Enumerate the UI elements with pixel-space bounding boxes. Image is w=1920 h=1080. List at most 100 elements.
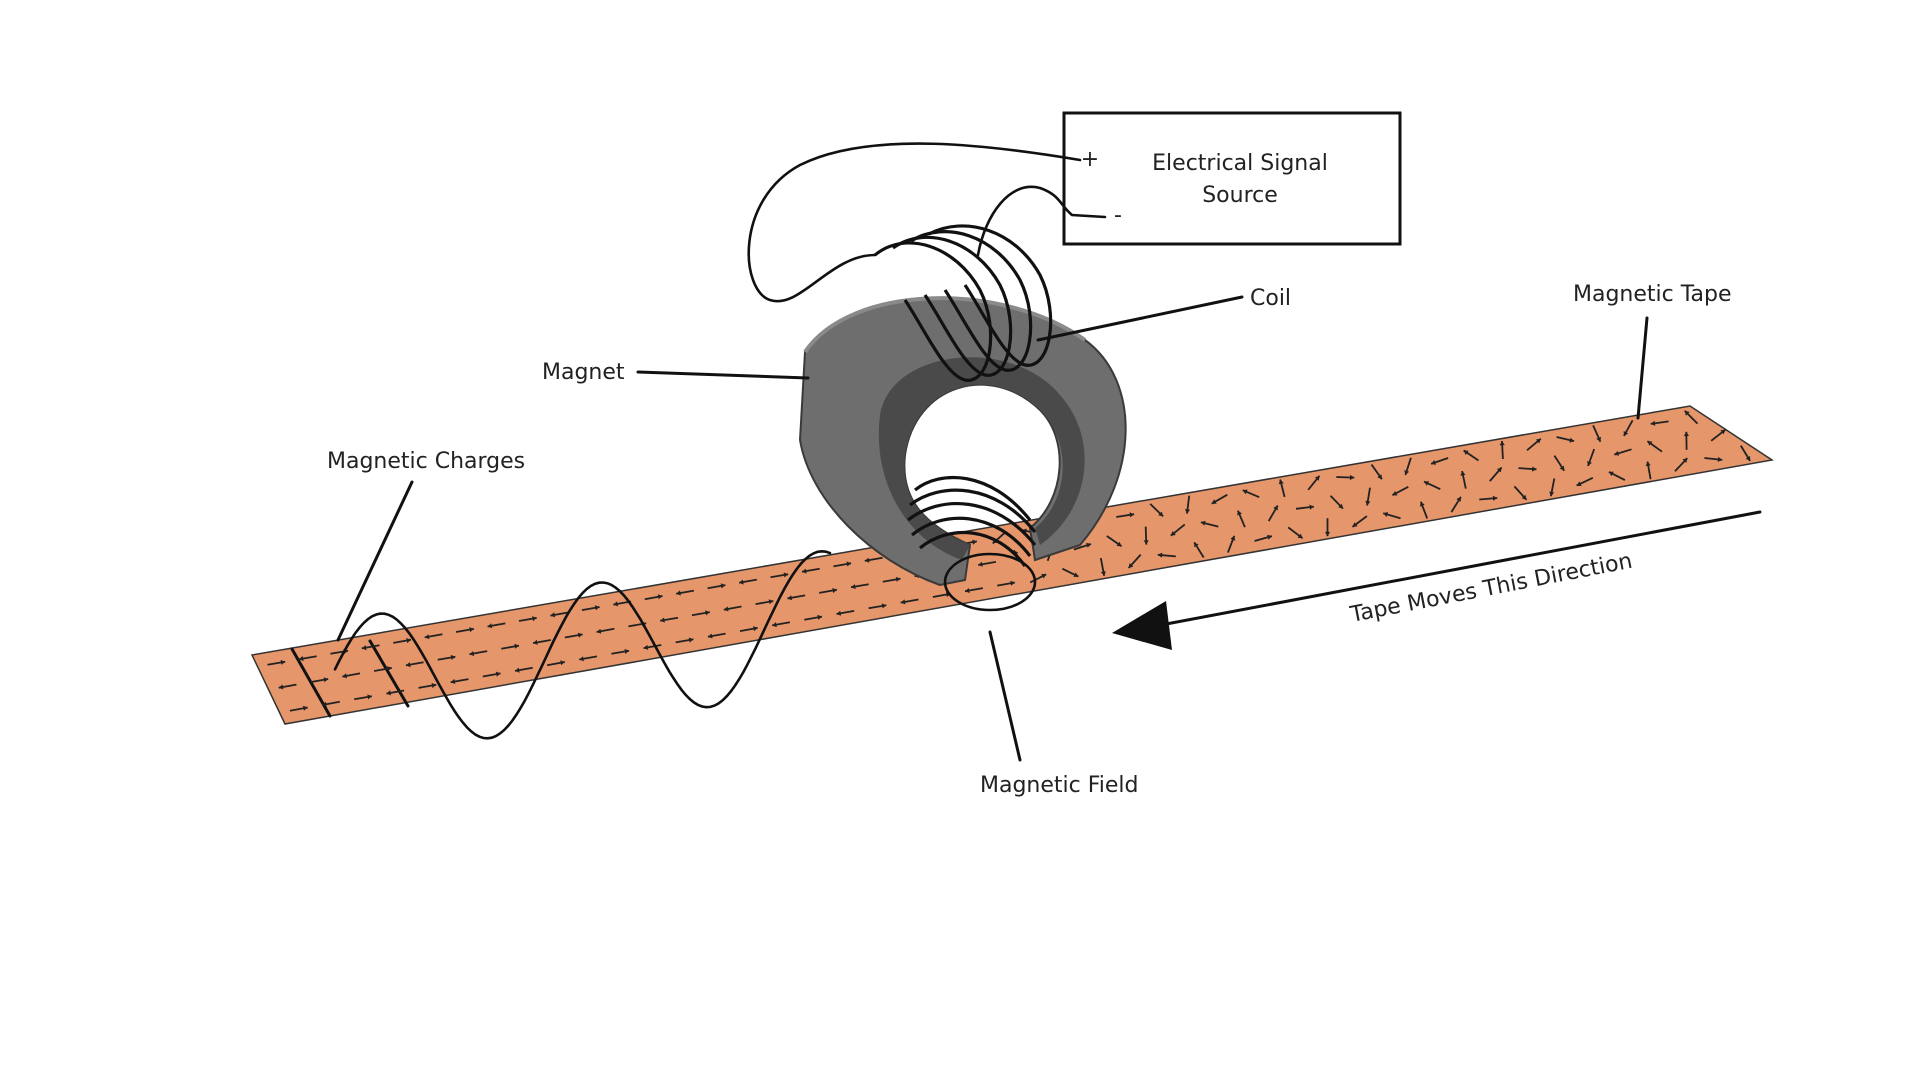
charge-arrow-head [1614, 450, 1620, 456]
charge-arrow-head [1273, 505, 1278, 511]
magnetic-tape-leader-line [1636, 316, 1649, 420]
charge-arrow-head [1499, 441, 1505, 446]
charge-arrow-head [405, 662, 411, 668]
charge-arrow-head [978, 561, 983, 567]
coil-leader-line [1036, 295, 1244, 342]
charge-arrow-head [895, 576, 901, 582]
charge-arrow-head [1463, 450, 1469, 455]
charge-arrow-head [1365, 500, 1371, 506]
charge-arrow-head [643, 644, 649, 650]
charge-arrow-head [705, 610, 710, 616]
charge-arrow-head [1745, 456, 1751, 461]
charge-arrow-head [1431, 460, 1436, 465]
charge-arrow-head [533, 639, 538, 645]
magnetic-tape-label: Magnetic Tape [1573, 282, 1732, 307]
signal-source-box: Electrical Signal Source + - [1062, 111, 1402, 246]
charge-arrow-head [1549, 491, 1555, 497]
charge-arrow-head [1349, 474, 1355, 481]
charge-arrow-head [1535, 438, 1541, 444]
wire-positive [747, 142, 1082, 303]
charge-arrow-head [1041, 573, 1047, 579]
wire-negative [976, 185, 1107, 257]
charge-arrow-head [1010, 580, 1015, 586]
charge-arrow-head [772, 622, 777, 628]
charge-arrow-head [560, 660, 565, 666]
charge-arrow-head [1129, 512, 1135, 518]
charge-arrow-head [532, 616, 537, 622]
charge-arrow-head [1352, 522, 1358, 527]
coil-windings-inner [907, 475, 1037, 567]
charge-arrow-head [972, 539, 977, 545]
charge-arrow-head [431, 683, 437, 689]
charge-arrow-head [1521, 494, 1527, 500]
charge-arrow-head [864, 557, 870, 563]
charge-arrow-head [1404, 470, 1410, 475]
charge-arrow-head [802, 568, 807, 574]
charge-arrow-head [739, 579, 744, 585]
charge-arrow-head [1230, 535, 1236, 541]
magnet-head [798, 296, 1127, 587]
charge-arrow-head [1392, 490, 1398, 496]
charge-arrow-head [1242, 489, 1248, 495]
charge-arrow-head [1338, 503, 1343, 509]
charge-arrow-head [1596, 436, 1601, 442]
charge-arrow-head [900, 599, 906, 605]
charge-arrow-head [1278, 479, 1284, 485]
charge-arrow-head [579, 656, 584, 662]
charge-arrow-head [1128, 563, 1134, 568]
charge-arrow-head [469, 651, 475, 657]
charge-arrow-head [322, 701, 327, 707]
charge-arrow-head [1569, 437, 1575, 443]
charge-arrow-head [1297, 533, 1303, 539]
charge-arrow-head [753, 626, 758, 632]
charge-arrow-head [514, 643, 519, 649]
charge-arrow-head [515, 667, 520, 673]
charge-arrow-head [1492, 495, 1498, 501]
charge-arrow-head [1194, 542, 1199, 548]
charge-arrow-head [323, 677, 329, 683]
charge-arrow-head [1237, 510, 1242, 516]
charge-arrow-head [1086, 542, 1091, 548]
charge-arrow-head [596, 628, 602, 634]
charge-arrow-head [657, 594, 663, 600]
charge-arrow-head [881, 603, 887, 609]
charge-arrow-head [1456, 496, 1461, 502]
magnetic-field-loop [943, 552, 1037, 612]
charge-arrow-head [406, 638, 411, 644]
charge-arrow-head [1157, 552, 1163, 558]
charge-arrow-head [469, 627, 474, 633]
charge-arrow-head [1325, 531, 1331, 537]
charge-arrow-head [450, 654, 456, 660]
charge-arrow-head [688, 637, 694, 643]
charge-arrow-head [1720, 429, 1726, 435]
charge-arrow-head [1424, 481, 1429, 486]
charge-arrow-head [768, 599, 774, 605]
charge-arrow-head [1073, 572, 1079, 577]
charge-arrow-head [1377, 474, 1382, 480]
plus-terminal-label: + [1081, 147, 1099, 172]
signal-waveform [333, 549, 832, 740]
tape-direction-label: Tape Moves This Direction [1347, 549, 1634, 628]
charge-arrow-head [1532, 466, 1537, 472]
charge-arrow-head [676, 590, 681, 596]
source-title-line1: Electrical Signal [1152, 151, 1328, 176]
charge-arrow-head [1211, 499, 1217, 504]
charge-arrow-head [832, 588, 837, 594]
charge-arrow-head [851, 584, 856, 590]
charge-arrow-head [1314, 475, 1320, 481]
charge-arrow-head [1419, 501, 1425, 507]
source-title-line2: Source [1202, 183, 1278, 208]
charge-arrow-head [1608, 471, 1614, 477]
charge-arrow-head [1383, 512, 1388, 517]
magnet-leader-line [636, 370, 810, 380]
charge-arrow-head [487, 623, 493, 629]
coil-label: Coil [1250, 286, 1291, 311]
charge-arrow-head [1559, 465, 1565, 471]
charge-arrow-head [424, 634, 430, 640]
charge-arrow-head [1460, 471, 1466, 476]
charge-arrow-head [577, 632, 583, 638]
charge-arrow-head [550, 612, 556, 618]
charge-arrow-head [298, 656, 304, 662]
charge-arrow-head [280, 659, 286, 665]
